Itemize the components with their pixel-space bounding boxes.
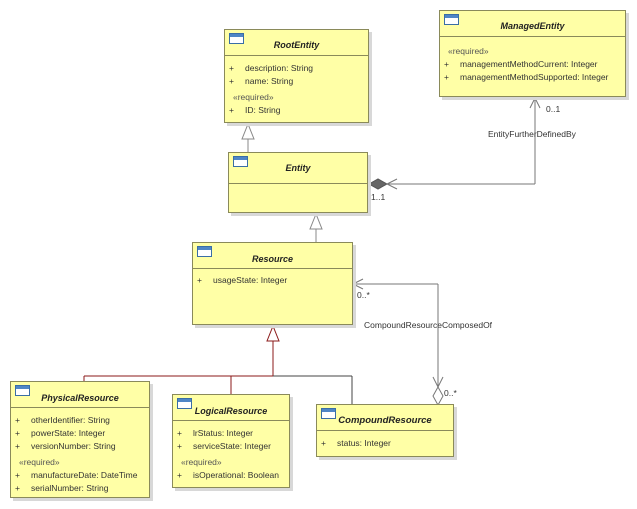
class-icon (229, 33, 244, 44)
attribute: +ID: String (229, 105, 281, 115)
attribute: +serviceState: Integer (177, 441, 271, 451)
generalization-entity-rootentity (241, 122, 255, 152)
stereotype-label: «required» (181, 457, 222, 467)
class-name: CompoundResource (338, 415, 432, 426)
attribute: +serialNumber: String (15, 483, 109, 493)
class-name: Entity (285, 163, 311, 173)
attribute: +status: Integer (321, 438, 391, 448)
attribute: +name: String (229, 76, 294, 86)
attribute: +managementMethodSupported: Integer (444, 72, 609, 82)
multiplicity-label: 0..* (357, 290, 370, 300)
attribute: +powerState: Integer (15, 428, 106, 438)
stereotype-label: «required» (19, 457, 60, 467)
class-name: LogicalResource (194, 406, 268, 416)
class-root-entity[interactable]: RootEntity +description: String +name: S… (224, 29, 369, 123)
attribute: +usageState: Integer (197, 275, 288, 285)
generalization-subresources-resource (83, 324, 280, 394)
class-entity[interactable]: Entity (228, 152, 368, 213)
class-managed-entity[interactable]: ManagedEntity «required» +managementMeth… (439, 10, 626, 97)
stereotype-label: «required» (233, 92, 274, 102)
class-logical-resource[interactable]: LogicalResource +lrStatus: Integer +serv… (172, 394, 290, 488)
attribute: +managementMethodCurrent: Integer (444, 59, 598, 69)
class-name: RootEntity (273, 40, 320, 50)
attribute: +versionNumber: String (15, 441, 116, 451)
association-name-label: EntityFurtherDefinedBy (488, 129, 576, 139)
class-name: Resource (251, 254, 294, 264)
class-compound-resource[interactable]: CompoundResource +status: Integer (316, 404, 454, 457)
class-icon (177, 398, 192, 409)
association-compound-resource-composed-of (351, 278, 444, 407)
class-resource[interactable]: Resource +usageState: Integer (192, 242, 353, 325)
generalization-compound-resource (273, 375, 353, 404)
class-icon (15, 385, 30, 396)
multiplicity-label: 0..* (444, 388, 457, 398)
attribute: +otherIdentifier: String (15, 415, 110, 425)
class-icon (444, 14, 459, 25)
attribute: +manufactureDate: DateTime (15, 470, 138, 480)
multiplicity-label: 1..1 (371, 192, 386, 202)
association-name-label: CompoundResourceComposedOf (364, 320, 493, 330)
class-name: PhysicalResource (41, 393, 119, 403)
class-icon (197, 246, 212, 257)
attribute: +description: String (229, 63, 314, 73)
stereotype-label: «required» (448, 46, 489, 56)
generalization-resource-entity (309, 212, 323, 242)
class-icon (321, 408, 336, 419)
class-physical-resource[interactable]: PhysicalResource +otherIdentifier: Strin… (10, 381, 150, 498)
association-entity-further-defined-by (367, 96, 541, 190)
attribute: +isOperational: Boolean (177, 470, 280, 480)
multiplicity-label: 0..1 (546, 104, 561, 114)
class-icon (233, 156, 248, 167)
attribute: +lrStatus: Integer (177, 428, 254, 438)
class-name: ManagedEntity (500, 21, 565, 31)
